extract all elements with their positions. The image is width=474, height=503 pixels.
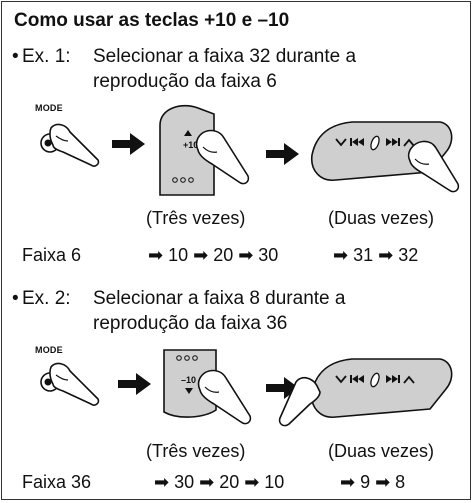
example-2-line-2: reprodução da faixa 36 (93, 313, 288, 334)
arrow-right-icon (118, 373, 151, 395)
mode-label: MODE (35, 345, 63, 355)
skip-key-panel-icon (311, 358, 453, 418)
finger-icon (197, 369, 252, 425)
section-title: Como usar as teclas +10 e –10 (14, 10, 290, 31)
finger-icon (195, 129, 250, 185)
sequence-steps-second: ➡ 31 ➡ 32 (333, 245, 419, 265)
arrow-right-icon (112, 133, 145, 155)
mode-label: MODE (35, 103, 63, 113)
example-1-label: Ex. 1: (22, 46, 71, 67)
finger-icon (49, 123, 100, 167)
press-count-left: (Três vezes) (146, 208, 246, 228)
bullet: • (12, 288, 19, 309)
bullet: • (12, 46, 19, 67)
sequence-steps-first: ➡ 30 ➡ 20 ➡ 10 (154, 472, 285, 492)
plus-10-key-label: +10 (183, 140, 198, 150)
sequence-start-label: Faixa 6 (22, 245, 82, 265)
example-2-heading: • Ex. 2: Selecionar a faixa 8 durante a … (12, 288, 452, 340)
arrow-right-icon (266, 143, 299, 165)
example-1-line-1: Selecionar a faixa 32 durante a (93, 46, 357, 67)
finger-icon (278, 376, 321, 427)
minus-10-key-label: –10 (181, 375, 196, 385)
sequence-steps-second: ➡ 9 ➡ 8 (340, 472, 406, 492)
finger-icon (407, 140, 460, 193)
press-count-left: (Três vezes) (146, 441, 246, 461)
minus-10-key-icon (163, 349, 217, 418)
plus-10-key-icon (159, 104, 215, 196)
example-2-label: Ex. 2: (22, 288, 71, 309)
sequence-steps-first: ➡ 10 ➡ 20 ➡ 30 (148, 245, 279, 265)
example-1-line-2: reprodução da faixa 6 (93, 71, 277, 92)
press-count-right: (Duas vezes) (328, 208, 435, 228)
example-1-heading: • Ex. 1: Selecionar a faixa 32 durante a… (12, 46, 452, 98)
example-2-line-1: Selecionar a faixa 8 durante a (93, 288, 346, 309)
press-count-right: (Duas vezes) (328, 441, 435, 461)
finger-icon (49, 362, 100, 406)
sequence-start-label: Faixa 36 (22, 472, 92, 492)
